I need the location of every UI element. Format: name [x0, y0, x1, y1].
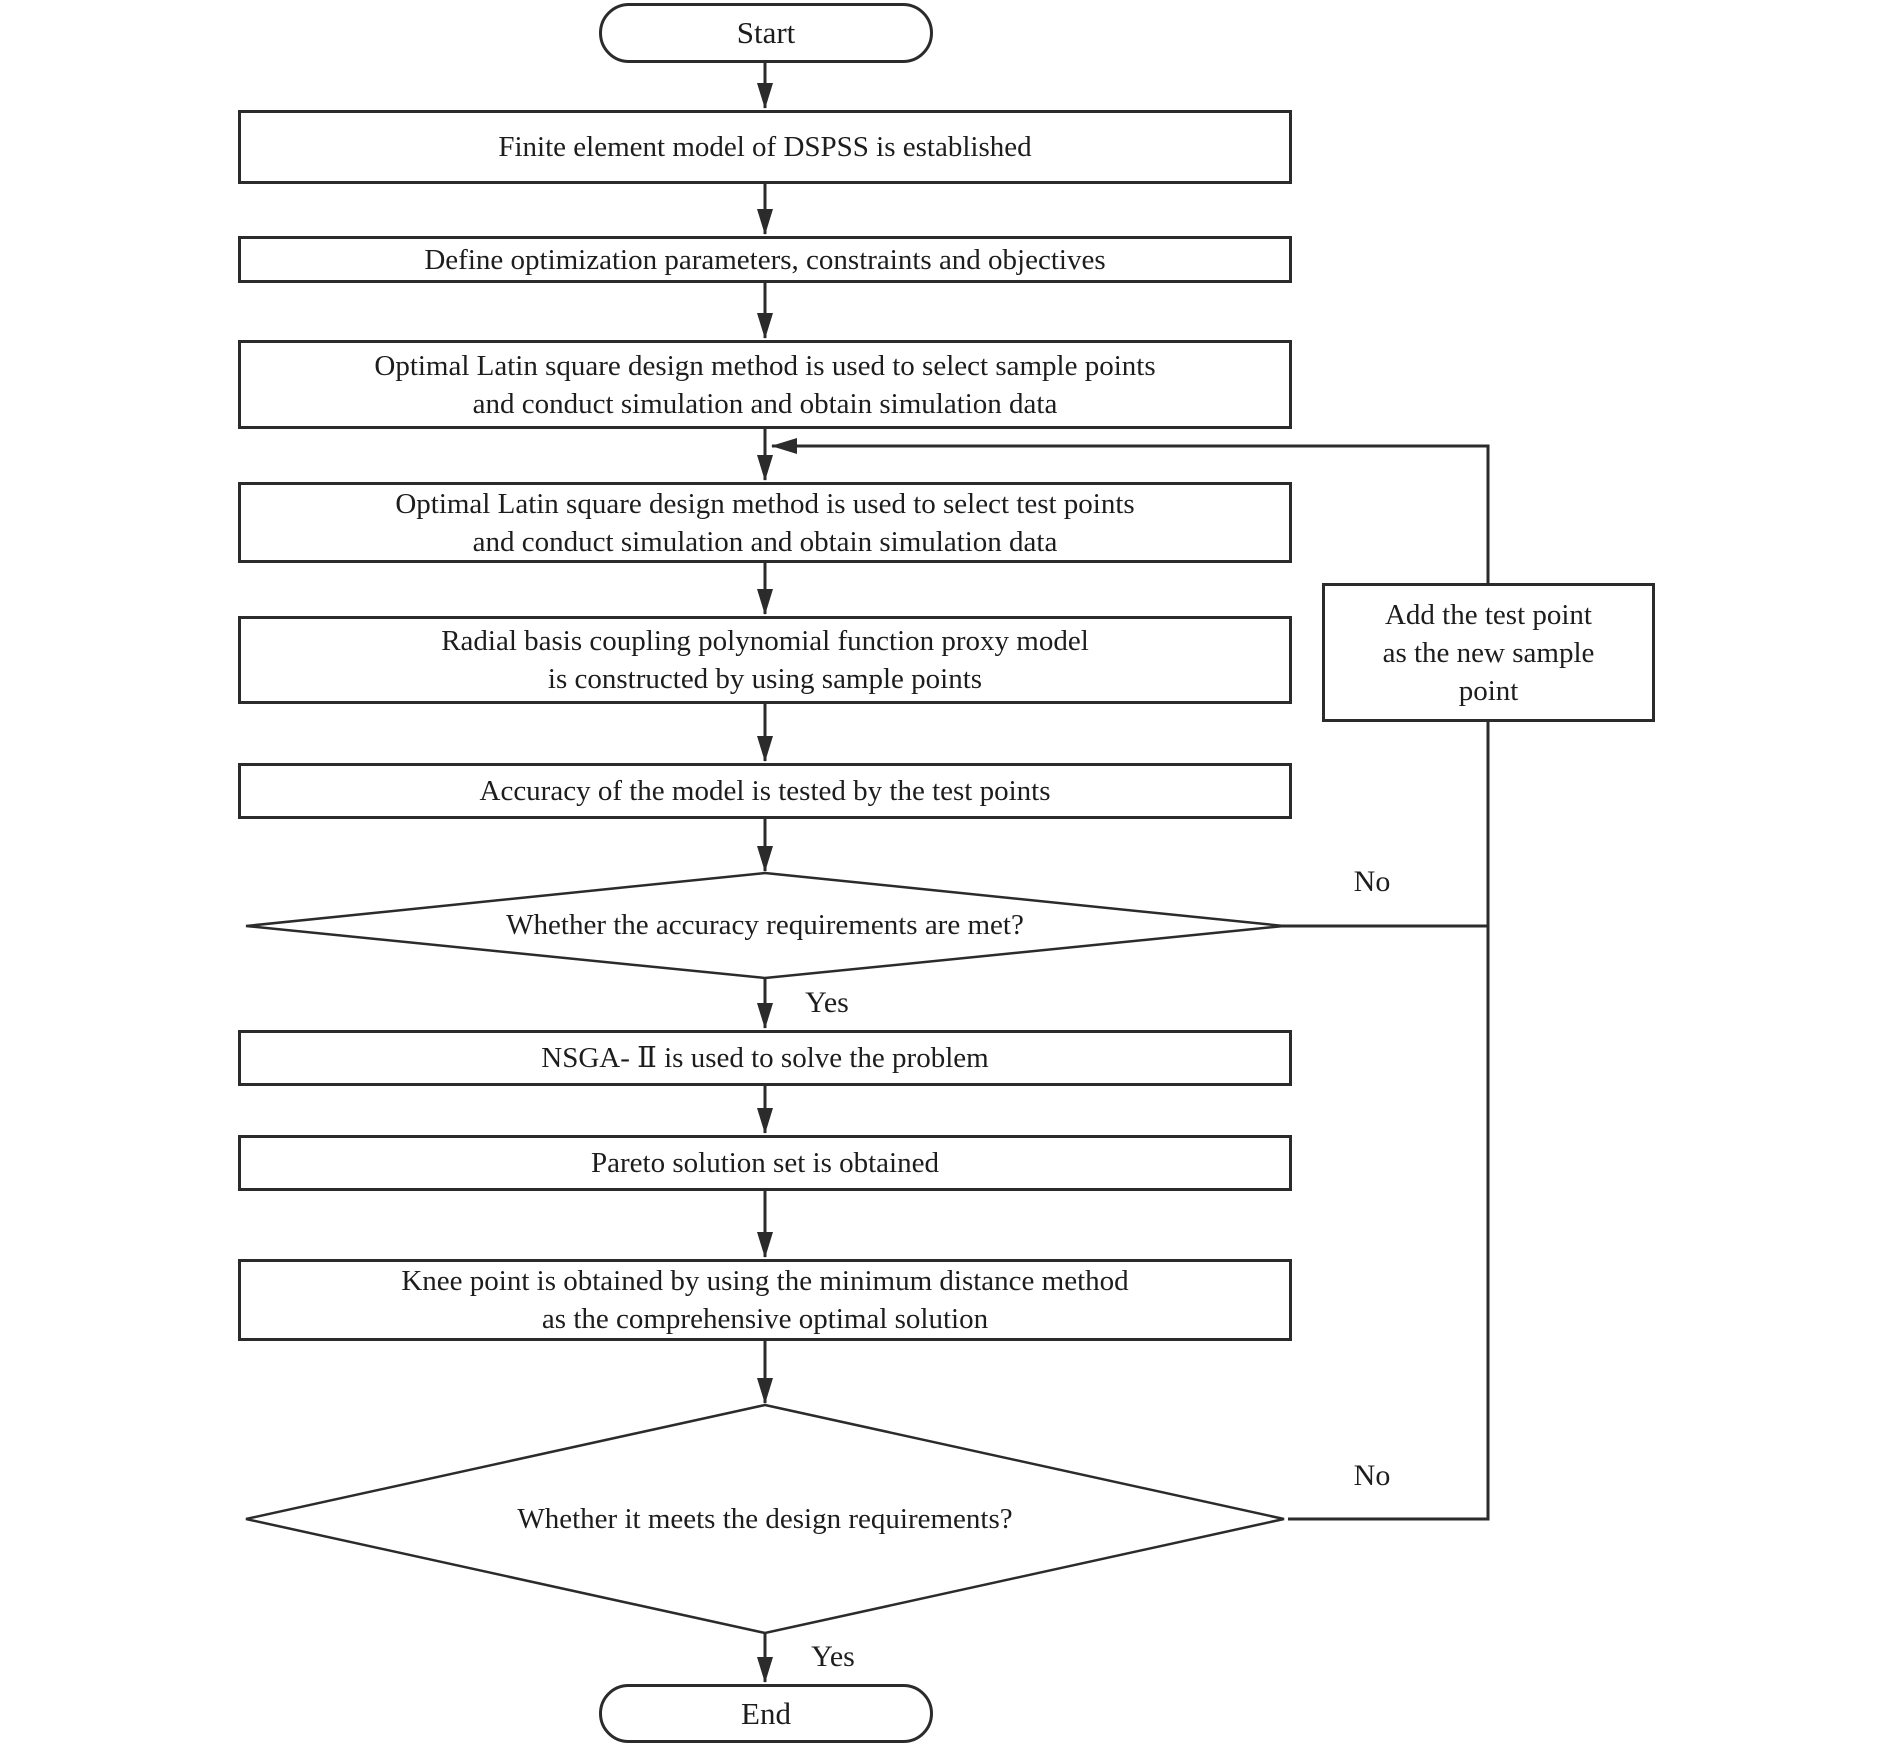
decision2-design-requirements: Whether it meets the design requirements… [338, 1405, 1192, 1633]
process-text-line2: and conduct simulation and obtain simula… [472, 387, 1058, 420]
end-terminator: End [599, 1684, 933, 1743]
process-text-line1: Optimal Latin square design method is us… [374, 349, 1156, 382]
process-text: NSGA- Ⅱ is used to solve the problem [541, 1042, 989, 1074]
process-define-optimization: Define optimization parameters, constrai… [238, 236, 1292, 283]
process-knee-point: Knee point is obtained by using the mini… [238, 1259, 1292, 1341]
line-feedback-loop [771, 438, 1490, 1521]
process-pareto-solution-set: Pareto solution set is obtained [238, 1135, 1292, 1191]
process-text-line2: and conduct simulation and obtain simula… [472, 525, 1058, 558]
decision2-diamond-shape [245, 1403, 1285, 1635]
end-label: End [741, 1695, 791, 1731]
process-text-line1: Knee point is obtained by using the mini… [401, 1265, 1129, 1297]
branch-label-no-decision2: No [1353, 1459, 1391, 1492]
decision1-diamond-shape [245, 871, 1285, 980]
process-text: Pareto solution set is obtained [591, 1147, 939, 1179]
decision1-text: Whether the accuracy requirements are me… [506, 909, 1024, 941]
process-text-line2: is constructed by using sample points [547, 663, 983, 695]
process-text-line1: Optimal Latin square design method is us… [395, 487, 1135, 520]
process-text: Accuracy of the model is tested by the t… [479, 775, 1051, 807]
side-text-line1: Add the test point [1384, 598, 1592, 631]
branch-label-no-decision1: No [1353, 865, 1391, 898]
process-add-test-point: Add the test point as the new sample poi… [1322, 583, 1655, 722]
branch-label-yes-decision1: Yes [805, 986, 849, 1019]
side-text-line3: point [1458, 674, 1519, 707]
decision1-accuracy-requirements: Whether the accuracy requirements are me… [338, 873, 1192, 978]
start-label: Start [736, 15, 796, 50]
process-text: Define optimization parameters, constrai… [424, 243, 1106, 276]
decision2-text: Whether it meets the design requirements… [517, 1502, 1013, 1535]
process-text-line1: Radial basis coupling polynomial functio… [441, 625, 1089, 657]
process-text: Finite element model of DSPSS is establi… [498, 131, 1032, 163]
process-text-line2: as the comprehensive optimal solution [541, 1303, 989, 1335]
process-select-test-points: Optimal Latin square design method is us… [238, 482, 1292, 563]
process-finite-element-model: Finite element model of DSPSS is establi… [238, 110, 1292, 184]
process-nsga2-solve: NSGA- Ⅱ is used to solve the problem [238, 1030, 1292, 1086]
branch-label-yes-decision2: Yes [811, 1640, 855, 1673]
process-select-sample-points: Optimal Latin square design method is us… [238, 340, 1292, 429]
start-terminator: Start [599, 3, 933, 63]
process-proxy-model-construction: Radial basis coupling polynomial functio… [238, 616, 1292, 704]
process-accuracy-test: Accuracy of the model is tested by the t… [238, 763, 1292, 819]
side-text-line2: as the new sample [1382, 636, 1595, 669]
